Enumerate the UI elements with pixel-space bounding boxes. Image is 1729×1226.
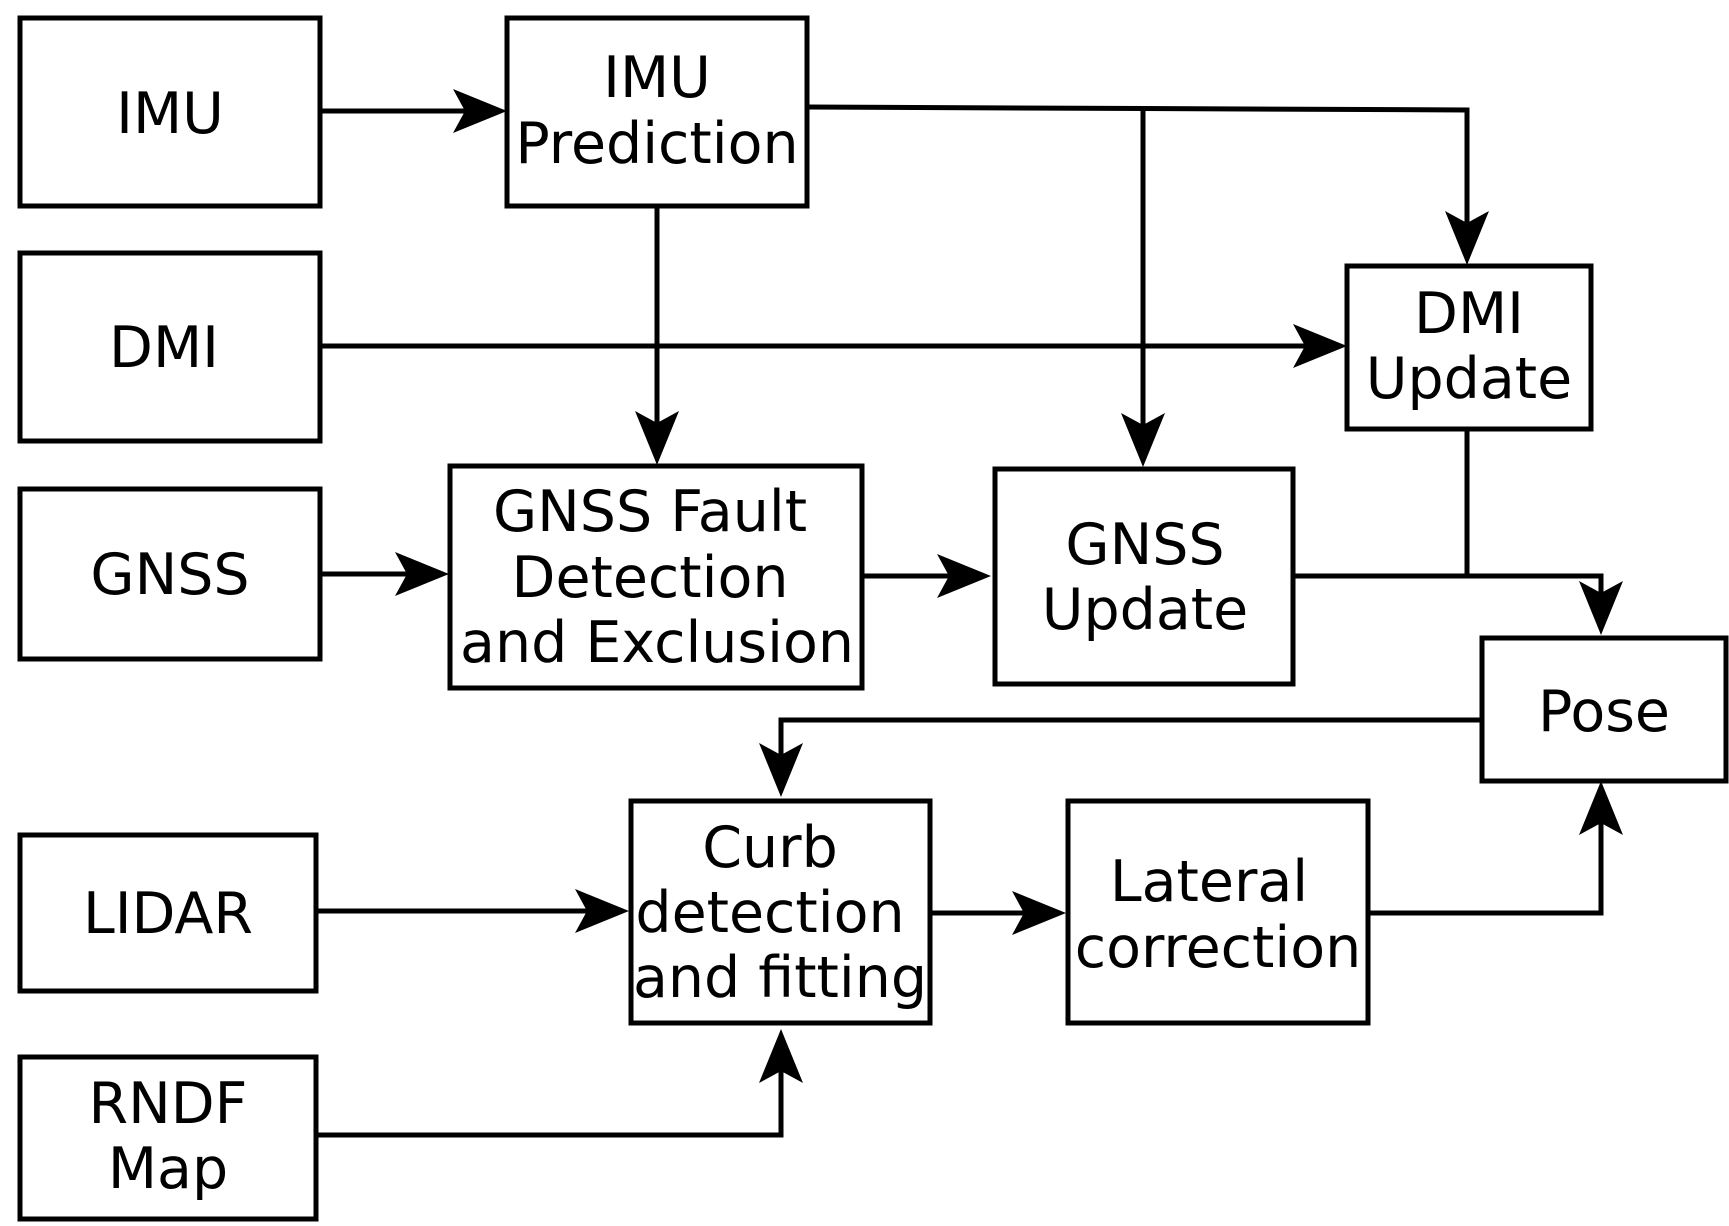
gnss-update-label-line-1: GNSS <box>1065 512 1224 578</box>
rndf-map-block: RNDF Map <box>17 1054 319 1222</box>
gnss-fde-label-line-1: GNSS Fault <box>493 479 807 545</box>
arrowhead-dmi-update <box>1445 211 1489 265</box>
imu-prediction-block: IMU Prediction <box>504 15 810 209</box>
imu-label: IMU <box>116 81 224 147</box>
edge-imu-prediction-trunk <box>806 104 1470 223</box>
gnss-label: GNSS <box>90 542 249 608</box>
arrowhead-gnss-update-left <box>937 554 991 598</box>
curb-detection-block: Curb detection and fitting <box>628 798 933 1026</box>
lateral-correction-block: Lateral correction <box>1065 798 1371 1026</box>
arrowhead-imu-prediction <box>453 89 507 133</box>
arrowhead-pose-bottom <box>1579 781 1623 835</box>
gnss-block: GNSS <box>17 486 323 662</box>
arrowhead-curb-detection-bottom <box>759 1029 803 1083</box>
gnss-fde-block: GNSS Fault Detection and Exclusion <box>447 463 865 691</box>
arrowhead-dmi-update-left <box>1293 324 1347 368</box>
rndf-map-label-line-2: Map <box>108 1136 228 1202</box>
lateral-correction-label-line-1: Lateral <box>1110 849 1308 915</box>
dmi-update-label-line-1: DMI <box>1414 281 1524 347</box>
arrowhead-gnss-fde-top <box>635 411 679 465</box>
gnss-update-block: GNSS Update <box>992 466 1296 687</box>
lidar-block: LIDAR <box>17 832 319 994</box>
curb-detection-label-line-3: and fitting <box>633 945 927 1011</box>
connectors <box>316 89 1623 1138</box>
pose-block: Pose <box>1479 635 1729 784</box>
imu-prediction-label-line-1: IMU <box>603 45 711 111</box>
gnss-fde-label-line-3: and Exclusion <box>460 610 854 676</box>
edge-lateral-correction-to-pose <box>1368 823 1604 916</box>
arrowhead-curb-detection-top <box>759 743 803 797</box>
imu-block: IMU <box>17 15 323 209</box>
curb-detection-label-line-2: detection <box>635 880 904 946</box>
edge-rndf-map-to-curb-detection <box>316 1071 784 1138</box>
curb-detection-label-line-1: Curb <box>702 815 838 881</box>
arrowhead-lateral-correction-left <box>1012 891 1066 935</box>
imu-prediction-label-line-2: Prediction <box>515 111 798 177</box>
arrowhead-curb-detection-left <box>575 889 629 933</box>
dmi-block: DMI <box>17 250 323 444</box>
pose-label: Pose <box>1538 679 1670 745</box>
arrowhead-gnss-update-top <box>1121 413 1165 467</box>
edge-gnss-update-to-pose <box>1293 573 1604 593</box>
edge-pose-to-curb-detection <box>778 717 1482 755</box>
dmi-label: DMI <box>109 315 219 381</box>
lateral-correction-label-line-2: correction <box>1075 915 1361 981</box>
rndf-map-label-line-1: RNDF <box>89 1071 248 1137</box>
gnss-fde-label-line-2: Detection <box>512 545 789 611</box>
gnss-update-label-line-2: Update <box>1042 577 1248 643</box>
lidar-label: LIDAR <box>83 881 253 947</box>
arrowhead-gnss-fde-left <box>395 552 449 596</box>
dmi-update-label-line-2: Update <box>1366 346 1572 412</box>
arrowhead-pose-top <box>1579 581 1623 635</box>
dmi-update-block: DMI Update <box>1344 263 1594 432</box>
